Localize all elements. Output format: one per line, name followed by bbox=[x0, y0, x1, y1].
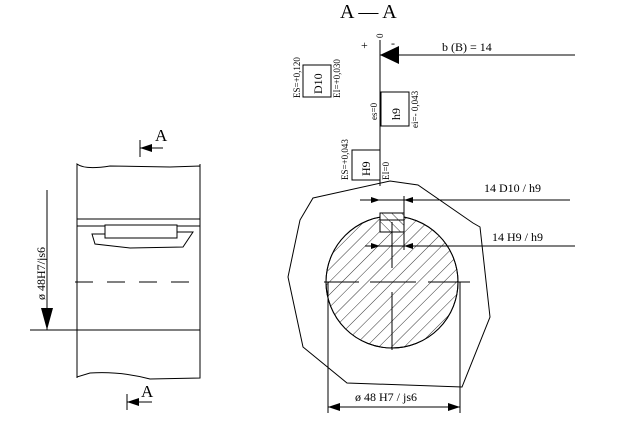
field-d10-lower: EI=+0,030 bbox=[332, 59, 342, 98]
bore-dimension-label: ø 48H7/js6 bbox=[34, 247, 48, 300]
section-mark-top: A bbox=[155, 126, 168, 145]
zero-label: 0 bbox=[375, 33, 385, 38]
key bbox=[104, 224, 178, 239]
dimension-arrow-icon bbox=[41, 308, 53, 330]
arrow-icon bbox=[380, 46, 399, 64]
section-mark-bottom: A bbox=[141, 382, 154, 401]
diameter-fit-label: ø 48 H7 / js6 bbox=[355, 390, 417, 404]
tolerance-diagram: 0 + - b (B) = 14 D10 ES=+0,120 EI=+0,030… bbox=[292, 33, 575, 186]
field-H9-label: H9 bbox=[359, 161, 373, 176]
longitudinal-view: ø 48H7/js6 A A bbox=[30, 126, 202, 410]
arrow-icon bbox=[404, 197, 413, 203]
hub-bottom-section bbox=[76, 329, 201, 380]
arrow-icon bbox=[328, 403, 340, 411]
field-h9-lower: ei=- 0,043 bbox=[410, 90, 420, 128]
field-H9-box bbox=[351, 149, 381, 181]
section-arrow-icon bbox=[140, 144, 152, 152]
field-d10-label: D10 bbox=[311, 73, 325, 94]
fit-hub-key-label: 14 D10 / h9 bbox=[484, 181, 541, 195]
field-h9-upper: es=0 bbox=[369, 102, 379, 120]
field-d10-box bbox=[302, 64, 332, 98]
field-h9-label: h9 bbox=[389, 108, 403, 120]
plus-label: + bbox=[361, 38, 368, 52]
key-width-label: b (B) = 14 bbox=[442, 40, 492, 54]
section-arrow-icon bbox=[127, 398, 139, 406]
field-h9-box bbox=[380, 91, 410, 127]
arrow-icon bbox=[404, 243, 413, 249]
hub-top-section bbox=[76, 163, 201, 220]
section-title: A — A bbox=[340, 1, 397, 23]
hub-section bbox=[287, 180, 491, 388]
cross-section: 14 D10 / h9 14 H9 / h9 ø 48 H7 / js6 bbox=[287, 180, 575, 413]
arrow-icon bbox=[371, 197, 380, 203]
field-H9-upper: ES=+0,043 bbox=[340, 139, 350, 180]
minus-label: - bbox=[391, 36, 395, 50]
field-d10-upper: ES=+0,120 bbox=[292, 57, 302, 98]
fit-shaft-key-label: 14 H9 / h9 bbox=[492, 230, 543, 244]
arrow-icon bbox=[448, 403, 460, 411]
arrow-icon bbox=[371, 243, 380, 249]
field-H9-lower: EI=0 bbox=[381, 161, 391, 180]
